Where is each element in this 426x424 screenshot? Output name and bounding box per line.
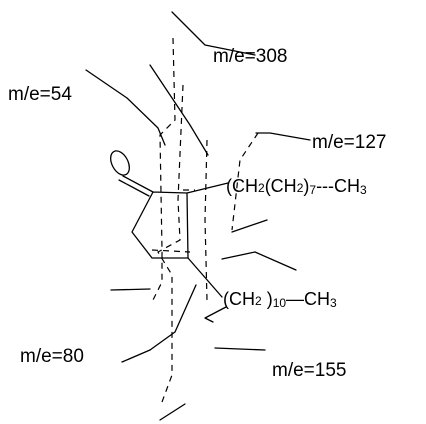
- ring-bonds: [131, 191, 189, 259]
- upper-chain-part-h: 3: [360, 183, 367, 197]
- upper-chain-part-a: (CH: [226, 176, 258, 196]
- upper-chain-part-g: ---CH: [316, 176, 360, 196]
- m54-fragment-line: [85, 69, 166, 146]
- lower-chain-part-e: —CH: [286, 289, 330, 309]
- lower-chain-part-d: 10: [273, 296, 287, 310]
- lower-chain-part-a: (CH: [223, 289, 255, 309]
- upper-chain-part-e: ): [303, 176, 309, 196]
- upper-chain-part-d: 2: [297, 181, 304, 195]
- label-m80: m/e=80: [20, 346, 84, 367]
- lower-right-cut-a: [221, 251, 297, 271]
- label-m127: m/e=127: [312, 132, 386, 153]
- upper-chain-part-f: 7: [309, 183, 316, 197]
- m155-fragment-line: [214, 347, 266, 351]
- label-m308: m/e=308: [213, 46, 287, 67]
- upper-alkyl-chain: (CH2(CH2)7---CH3: [226, 176, 367, 197]
- upper-cut-line-a: [149, 64, 209, 156]
- lower-right-cut-b: [204, 306, 227, 323]
- m308-fragment-line: [171, 11, 256, 56]
- lower-chain-part-f: 3: [330, 296, 337, 310]
- lower-chain-part-b: 2: [255, 294, 262, 308]
- lower-substituent-bond: [187, 257, 223, 298]
- m80-fragment-line: [121, 349, 151, 363]
- upper-chain-part-c: (CH: [265, 176, 297, 196]
- label-m54: m/e=54: [8, 84, 72, 105]
- lower-chain-part-c: ): [262, 289, 273, 309]
- upper-chain-part-b: 2: [258, 181, 265, 195]
- dashed-line-m127: [231, 132, 259, 231]
- m127-fragment-line: [255, 132, 311, 141]
- lower-center-cut: [149, 284, 197, 351]
- bottom-cut: [159, 403, 186, 421]
- upper-right-cut: [231, 219, 268, 233]
- carbonyl-bond-2: [118, 179, 150, 197]
- lower-alkyl-chain: (CH2 )10—CH3: [223, 289, 337, 310]
- lower-left-cut: [110, 288, 151, 291]
- carbonyl-oxygen-ring: [110, 150, 130, 176]
- label-m155: m/e=155: [272, 360, 346, 381]
- dashed-line-right: [204, 139, 208, 301]
- dashed-line-far-left: [151, 37, 176, 303]
- upper-substituent-bond: [186, 182, 229, 194]
- dashed-line-center: [157, 84, 184, 403]
- carbonyl-bond-1: [122, 175, 154, 193]
